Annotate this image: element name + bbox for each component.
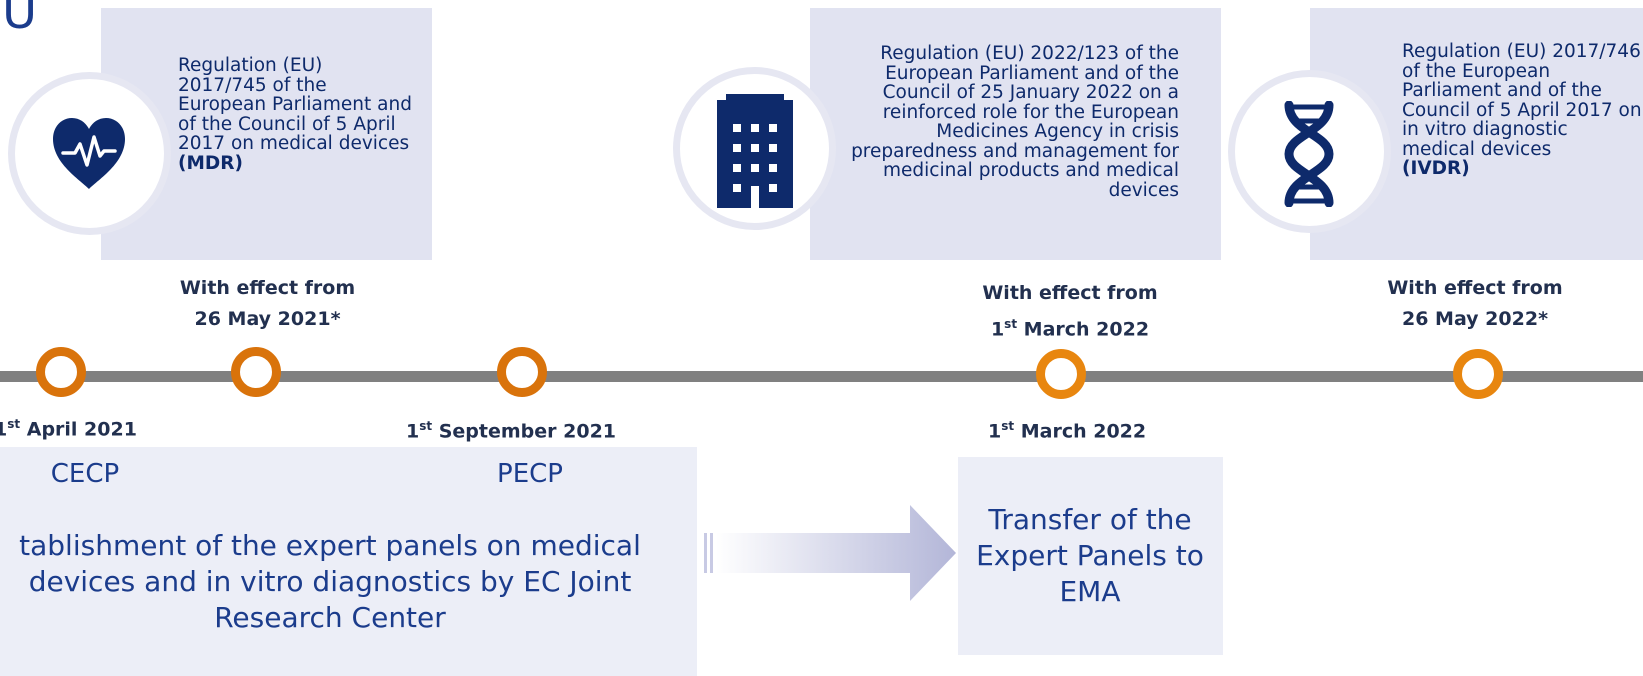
ivdr-regulation-text: Regulation (EU) 2017/746 of the European…: [1402, 42, 1643, 179]
mdr-effect-line2: 26 May 2021*: [194, 308, 341, 330]
ivdr-effect-line1: With effect from: [1387, 277, 1563, 299]
timeline-node-ivdr: [1453, 349, 1503, 399]
heart-pulse-icon: [53, 118, 125, 189]
mdr-abbr: (MDR): [178, 152, 243, 174]
mdr-effect-line1: With effect from: [179, 277, 356, 299]
ivdr-abbr: (IVDR): [1402, 158, 1470, 179]
ivdr-effect-label: With effect from 26 May 2022*: [1355, 273, 1595, 335]
transfer-arrow-icon: [704, 505, 956, 601]
ivdr-text: Regulation (EU) 2017/746 of the European…: [1402, 41, 1642, 160]
date-march-2022: 1st March 2022: [988, 419, 1147, 443]
timeline-node-march-2022: [1036, 349, 1086, 399]
building-icon: [717, 94, 793, 208]
ema-icon-circle: [673, 67, 836, 230]
date-april-2021: 1st April 2021: [0, 417, 137, 441]
date-september-2021: 1st September 2021: [406, 419, 617, 443]
ema-effect-line1: With effect from: [982, 282, 1158, 304]
mdr-regulation-text: Regulation (EU) 2017/745 of the European…: [178, 56, 413, 173]
mdr-icon-circle: [8, 72, 171, 235]
ema-regulation-text: Regulation (EU) 2022/123 of the European…: [822, 44, 1179, 200]
expert-panels-box: [0, 447, 697, 676]
transfer-box: [958, 457, 1223, 655]
ivdr-icon-circle: [1228, 70, 1391, 233]
dna-icon: [1284, 101, 1334, 207]
corner-letter: U: [2, 0, 38, 40]
ema-text: Regulation (EU) 2022/123 of the European…: [851, 43, 1179, 201]
timeline-line: [0, 371, 1643, 382]
mdr-effect-label: With effect from 26 May 2021*: [150, 273, 385, 335]
ema-regulation-box: [810, 8, 1221, 260]
ivdr-effect-line2: 26 May 2022*: [1401, 308, 1549, 330]
timeline-node-september-2021: [497, 347, 547, 397]
ema-effect-label: With effect from 1st March 2022: [940, 278, 1200, 345]
cecp-label: CECP: [50, 459, 120, 489]
pecp-label: PECP: [497, 459, 563, 489]
mdr-text: Regulation (EU) 2017/745 of the European…: [178, 55, 412, 154]
ema-effect-line2: 1st March 2022: [990, 317, 1150, 341]
establishment-text: tablishment of the expert panels on medi…: [19, 529, 641, 634]
transfer-text: Transfer of the Expert Panels to EMA: [976, 503, 1204, 608]
timeline-node-mdr: [231, 347, 281, 397]
timeline-node-april-2021: [36, 347, 86, 397]
